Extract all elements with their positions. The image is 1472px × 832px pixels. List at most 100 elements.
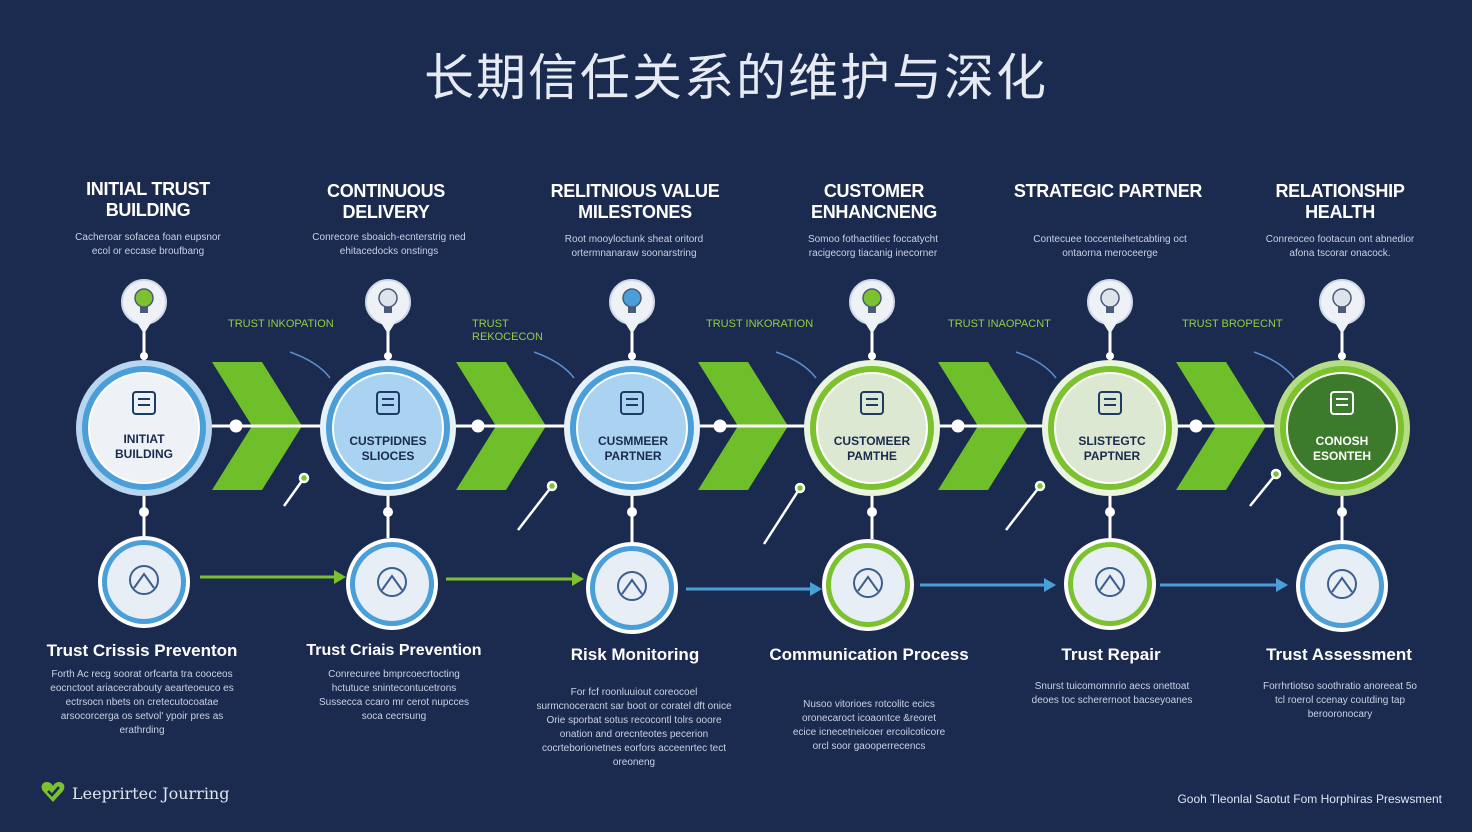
pin-dot xyxy=(628,352,636,360)
curve-connector xyxy=(775,351,817,379)
pointer-pen-tip xyxy=(1270,468,1282,480)
stage-desc-6: Conreoceo footacun ont abnedior afona ts… xyxy=(1265,234,1415,259)
stage-circle-label-2: CUSTPIDNES SLIOCES xyxy=(349,434,427,463)
arrow-label-4: TRUST INAOPACNT xyxy=(948,318,1051,330)
bottom-desc-4: Nusoo vitorioes rotcolitc ecics oronecar… xyxy=(792,699,946,752)
bottom-arrowhead-3 xyxy=(810,582,822,596)
assessment-icon xyxy=(1327,569,1357,599)
handshake-icon xyxy=(617,571,647,601)
bottom-node-3 xyxy=(586,542,678,634)
connector-dot xyxy=(1337,507,1347,517)
stage-circle-label-5: SLISTEGTC PAPTNER xyxy=(1078,434,1146,463)
bottom-arrowhead-1 xyxy=(334,570,346,584)
compass-icon xyxy=(1330,391,1354,415)
book-icon xyxy=(860,391,884,415)
connector-dot xyxy=(951,419,965,433)
stage-desc-4: Somoo fothactitiec foccatycht racigecorg… xyxy=(807,234,939,259)
stage-desc-3: Root mooyloctunk sheat oritord ortermnan… xyxy=(564,234,704,259)
bottom-node-4 xyxy=(822,539,914,631)
document-icon xyxy=(376,391,400,415)
pointer-pen xyxy=(517,485,553,531)
stage-desc-2: Conrecore sboaich-ecnterstrig ned ehitac… xyxy=(312,232,466,257)
bottom-circle xyxy=(107,545,181,619)
pointer-pen xyxy=(1249,473,1277,507)
handshake-gear-icon xyxy=(620,391,644,415)
bottom-node-1 xyxy=(98,536,190,628)
pointer-pen xyxy=(282,477,306,507)
stage-heading-3: RELITNIOUS VALUE MILESTONES xyxy=(550,181,720,222)
bottom-heading-4: Communication Process xyxy=(769,645,969,664)
connector-dot xyxy=(867,507,877,517)
stage-circle-label-3: CUSMMEER PARTNER xyxy=(597,434,668,463)
bottom-arrowhead-4 xyxy=(1044,578,1056,592)
lightbulb-icon xyxy=(1100,288,1120,308)
bottom-circle xyxy=(1305,549,1379,623)
bottom-heading-1: Trust Crissis Preventon xyxy=(46,641,238,660)
bulb-base xyxy=(140,307,148,313)
footer-note: Gooh Tleonlal Saotut Fom Horphiras Presw… xyxy=(1177,792,1442,806)
pointer-pen-tip xyxy=(546,480,558,492)
pointer-pen xyxy=(1005,485,1041,531)
stage-heading-4: CUSTOMER ENHANCNENG xyxy=(810,181,937,222)
pointer-pen-tip xyxy=(298,472,310,484)
arrow-label-1: TRUST INKOPATION xyxy=(228,318,334,330)
bottom-arrowhead-2 xyxy=(572,572,584,586)
stage-circle-label-6: CONOSH ESONTEH xyxy=(1312,434,1371,463)
curve-connector xyxy=(533,351,575,379)
bottom-heading-6: Trust Assessment xyxy=(1266,645,1412,664)
bottom-node-6 xyxy=(1296,540,1388,632)
stage-desc-5: Contecuee toccenteihetcabting oct ontaor… xyxy=(1033,234,1187,259)
pointer-pen xyxy=(762,487,802,545)
binder-icon xyxy=(1098,391,1122,415)
stage-circle xyxy=(576,372,688,484)
bottom-circle xyxy=(831,548,905,622)
footer-logo xyxy=(40,780,66,809)
pin-dot xyxy=(384,352,392,360)
lightbulb-icon xyxy=(1332,288,1352,308)
pin-dot xyxy=(1338,352,1346,360)
connector-dot xyxy=(383,507,393,517)
bottom-arrowhead-5 xyxy=(1276,578,1288,592)
hand-shield-icon xyxy=(129,565,159,595)
heart-repair-icon xyxy=(1095,567,1125,597)
arrow-label-3: TRUST INKORATION xyxy=(706,318,814,330)
curve-connector xyxy=(1015,351,1057,379)
pin-tail xyxy=(1100,318,1120,334)
lightbulb-icon xyxy=(862,288,882,308)
pin-dot xyxy=(140,352,148,360)
stage-heading-6: RELATIONSHIP HEALTH xyxy=(1275,181,1405,222)
stage-node-1 xyxy=(76,279,212,536)
heart-icon xyxy=(377,567,407,597)
bottom-node-5 xyxy=(1064,538,1156,630)
bulb-base xyxy=(1106,307,1114,313)
connector-dot xyxy=(139,507,149,517)
bottom-circle xyxy=(355,547,429,621)
pointer-pen-tip xyxy=(1034,480,1046,492)
bottom-desc-5: Snurst tuicomomnrio aecs onettoat deoes … xyxy=(1031,681,1193,706)
bottom-heading-2: Trust Criais Prevention xyxy=(306,642,482,659)
bulb-base xyxy=(384,307,392,313)
bottom-circle xyxy=(1073,547,1147,621)
stage-node-2 xyxy=(320,279,456,538)
people-icon xyxy=(853,568,883,598)
arrow-label-2: TRUST REKOCECON xyxy=(472,318,543,343)
stage-circle xyxy=(1054,372,1166,484)
stage-circle xyxy=(88,372,200,484)
stage-node-4 xyxy=(804,279,940,539)
stage-circle xyxy=(816,372,928,484)
pin-tail xyxy=(622,318,642,334)
stage-heading-5: STRATEGIC PARTNER xyxy=(1013,181,1203,201)
bulb-base xyxy=(1338,307,1346,313)
bottom-heading-3: Risk Monitoring xyxy=(570,645,700,664)
pin-dot xyxy=(868,352,876,360)
stage-heading-2: CONTINUOUS DELIVERY xyxy=(327,181,445,222)
bottom-desc-6: Forrhrtiotso soothratio anoreeat 5o tcl … xyxy=(1263,681,1417,720)
bottom-node-2 xyxy=(346,538,438,630)
page-title: 长期信任关系的维护与深化 xyxy=(424,49,1048,107)
lightbulb-icon xyxy=(134,288,154,308)
stage-node-3 xyxy=(564,279,700,542)
bottom-desc-1: Forth Ac recg soorat orfcarta tra cooceo… xyxy=(50,669,234,736)
curve-connector xyxy=(289,351,331,379)
lightbulb-icon xyxy=(622,288,642,308)
